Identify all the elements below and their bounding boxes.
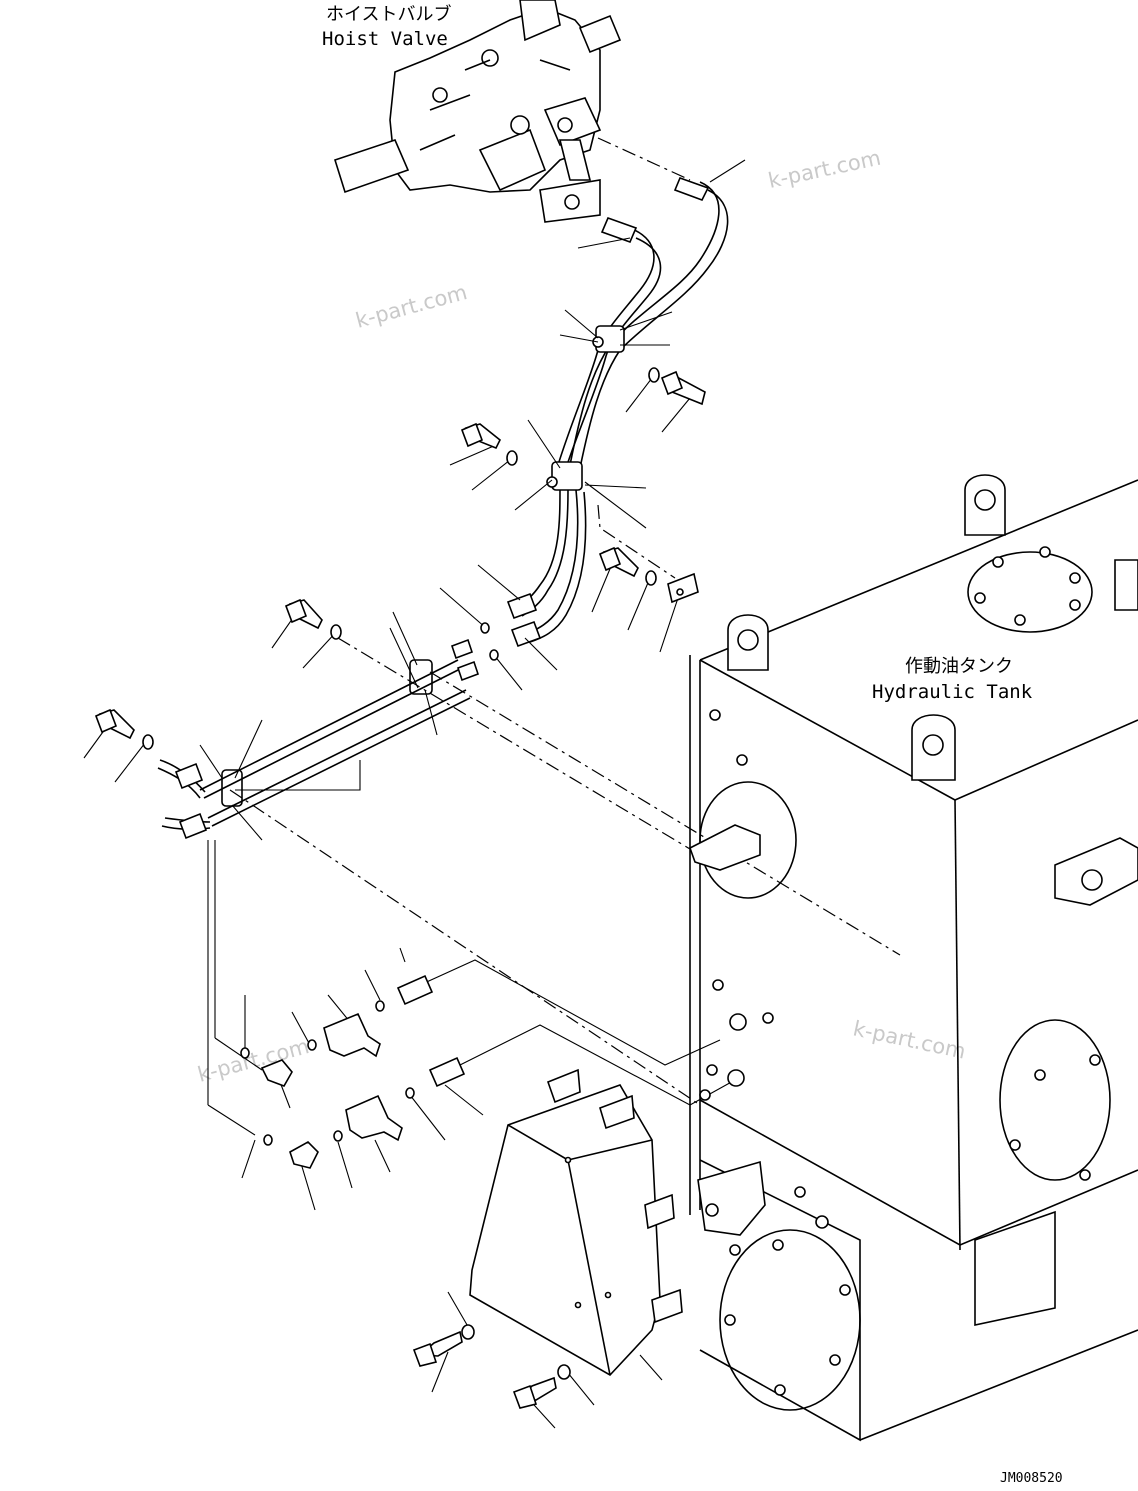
connector-icon [396,974,466,1088]
guide-line [439,1024,736,1106]
tee-fitting-icon [323,1012,403,1142]
clamp-icon [221,325,625,807]
watermark: k-part.com [195,1034,312,1087]
washer-icon [142,367,660,1380]
watermark: k-part.com [353,280,470,333]
watermark: k-part.com [851,1016,968,1063]
guide-line [597,504,676,579]
leader-lines [83,159,746,1429]
tube-icon [157,638,480,1136]
clamp-icon [667,572,699,604]
hoist-valve-label-en: Hoist Valve [322,28,448,50]
hydraulic-tank-icon [689,474,1138,1442]
guide-line [429,671,901,956]
cover-plate-icon [469,1068,683,1377]
o-ring-icon [240,622,499,1146]
watermark: k-part.com [766,146,883,193]
bolt-icon [94,370,706,1409]
hoist-valve-icon [334,0,691,223]
hoist-valve-label-jp: ホイストバルブ [326,3,451,25]
hydraulic-tank-label-jp: 作動油タンク [905,656,1013,677]
guide-line [337,637,701,856]
elbow-fitting-icon [260,1059,319,1169]
hydraulic-tank-label-en: Hydraulic Tank [872,681,1033,703]
guide-line [419,959,721,1066]
drawing-code: JM008520 [1000,1471,1063,1486]
guide-line [229,789,701,1106]
